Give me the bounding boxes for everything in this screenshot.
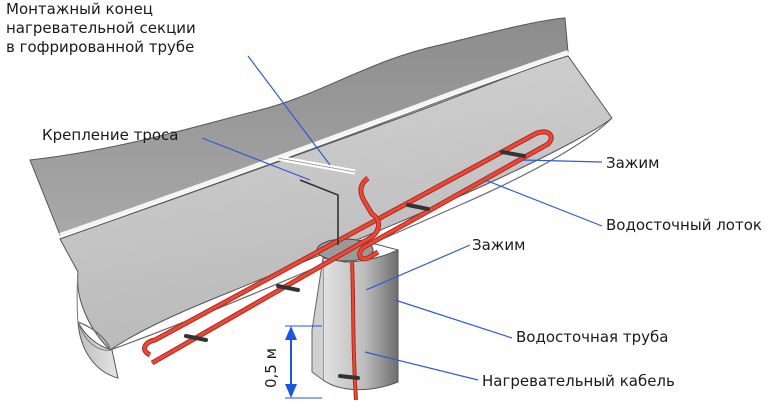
downpipe [322,249,399,391]
clamps [184,150,526,380]
label-dimension: 0,5 м [262,348,280,388]
leader-lines [201,55,603,381]
label-mount-end-line3: в гофрированной трубе [6,38,195,56]
label-clamp-top: Зажим [606,154,660,172]
cable-mount-bracket [299,179,339,245]
label-mount-end-line2: нагревательной секции [6,19,196,37]
dimension-arrow [285,325,322,399]
gutter-end-cap [77,321,119,379]
label-heating-cable: Нагревательный кабель [482,372,675,390]
gutter-trough [59,55,613,351]
gutter-rim [59,50,569,237]
label-cable-mount: Крепление троса [42,126,179,144]
label-gutter: Водосточный лоток [606,216,762,234]
label-downpipe: Водосточная труба [516,328,669,346]
label-mount-end-line1: Монтажный конец [6,0,154,18]
label-clamp-mid: Зажим [472,236,526,254]
